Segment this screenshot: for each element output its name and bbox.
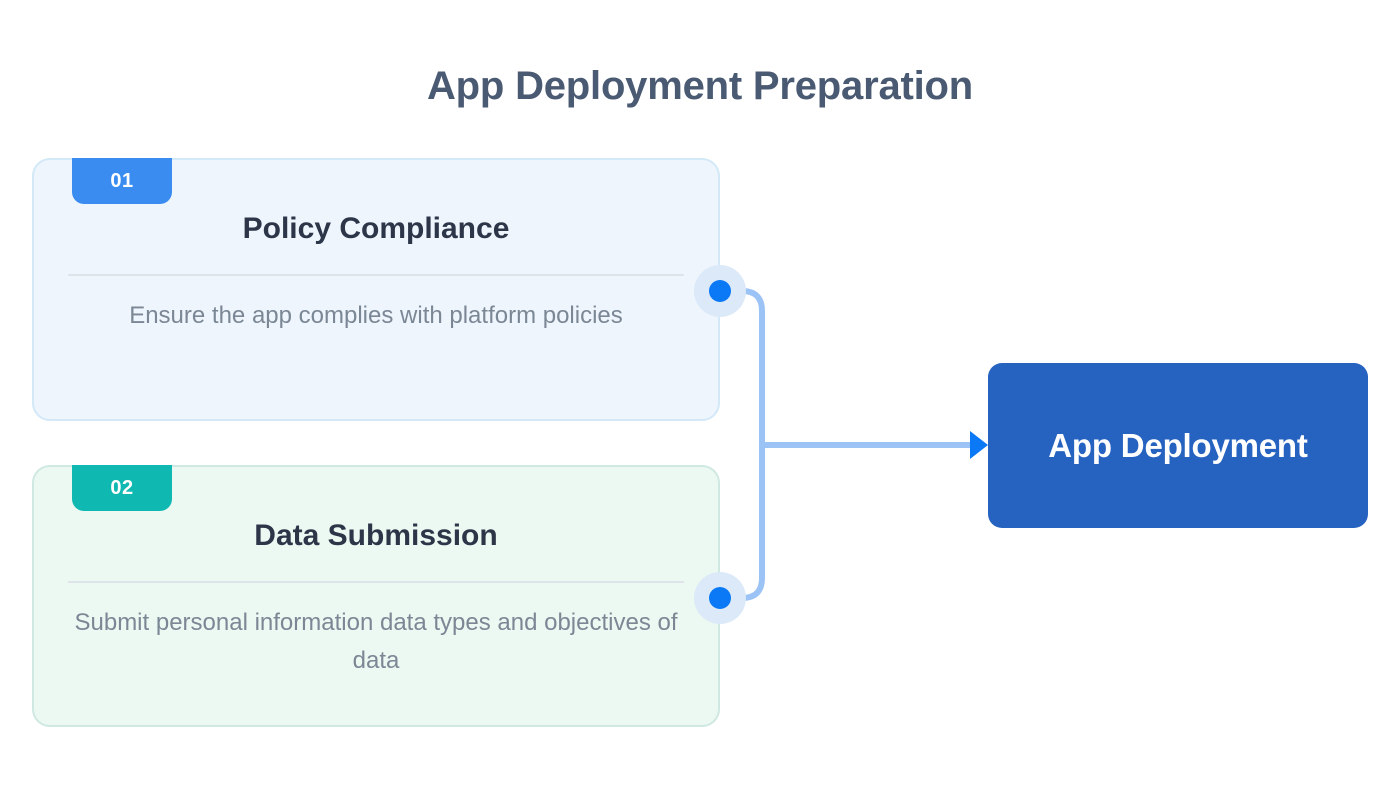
card-divider: [68, 274, 684, 276]
step-card-description: Submit personal information data types a…: [74, 609, 678, 674]
arrow-head-icon: [970, 431, 988, 459]
page-title: App Deployment Preparation: [427, 64, 973, 108]
connector-node-top: [694, 265, 746, 317]
step-number-badge: 01: [72, 158, 172, 204]
step-card-data-submission[interactable]: 02 Data Submission Submit personal infor…: [32, 465, 720, 727]
target-node-app-deployment[interactable]: App Deployment: [988, 363, 1368, 528]
card-divider: [68, 581, 684, 583]
connector-node-bottom: [694, 572, 746, 624]
step-card-title: Policy Compliance: [242, 212, 510, 245]
step-card-policy-compliance[interactable]: 01 Policy Compliance Ensure the app comp…: [32, 158, 720, 421]
step-number-badge: 02: [72, 465, 172, 511]
branch-connector-path: [717, 288, 765, 601]
step-card-description: Ensure the app complies with platform po…: [129, 302, 623, 329]
target-node-label: App Deployment: [1048, 426, 1308, 464]
step-card-title: Data Submission: [254, 519, 498, 552]
